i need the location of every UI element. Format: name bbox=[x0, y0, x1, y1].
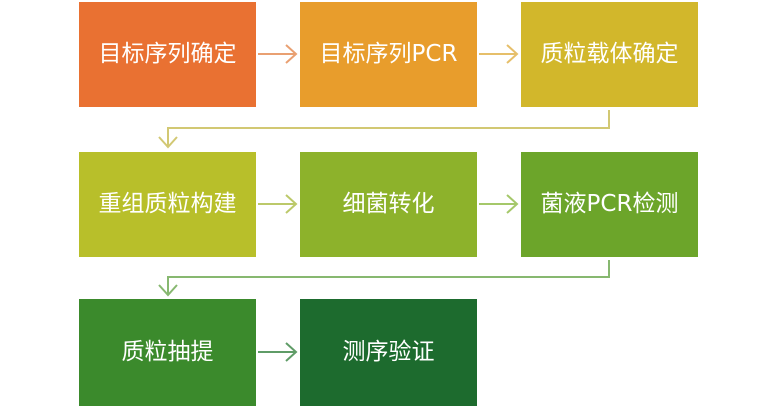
step-label-5: 细菌转化 bbox=[342, 191, 435, 217]
step-label-1: 目标序列确定 bbox=[98, 41, 237, 67]
step-box-2: 目标序列PCR bbox=[300, 2, 477, 107]
step-box-3: 质粒载体确定 bbox=[521, 2, 698, 107]
arrow-step6-to-step7 bbox=[158, 260, 610, 297]
arrow-step5-to-step6 bbox=[479, 194, 519, 214]
step-box-1: 目标序列确定 bbox=[79, 2, 256, 107]
arrow-step4-to-step5 bbox=[258, 194, 298, 214]
step-box-6: 菌液PCR检测 bbox=[521, 152, 698, 257]
arrow-step3-to-step4 bbox=[158, 110, 610, 149]
arrow-step2-to-step3 bbox=[479, 44, 519, 64]
step-box-7: 质粒抽提 bbox=[79, 299, 256, 406]
step-label-2: 目标序列PCR bbox=[319, 41, 458, 67]
step-box-8: 测序验证 bbox=[300, 299, 477, 406]
step-label-4: 重组质粒构建 bbox=[98, 191, 237, 217]
step-label-7: 质粒抽提 bbox=[121, 339, 214, 365]
step-box-4: 重组质粒构建 bbox=[79, 152, 256, 257]
step-label-3: 质粒载体确定 bbox=[540, 41, 679, 67]
step-label-6: 菌液PCR检测 bbox=[540, 191, 679, 217]
step-box-5: 细菌转化 bbox=[300, 152, 477, 257]
arrow-step7-to-step8 bbox=[258, 342, 298, 362]
arrow-step1-to-step2 bbox=[258, 44, 298, 64]
step-label-8: 测序验证 bbox=[342, 339, 435, 365]
